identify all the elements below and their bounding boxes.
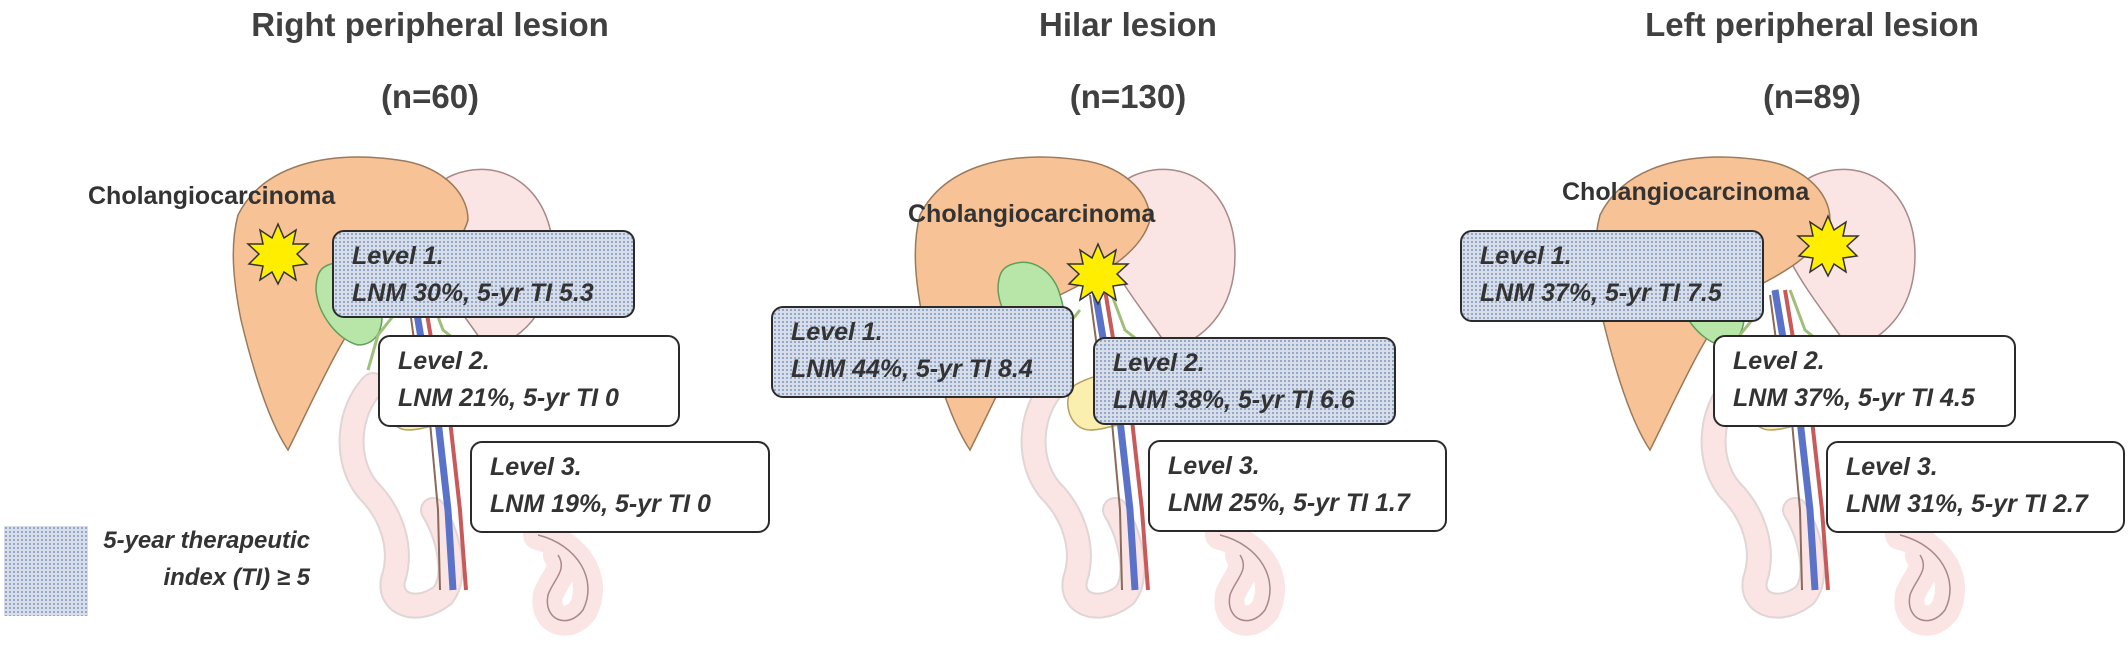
panel-heading: Hilar lesion [1039,6,1217,43]
legend-swatch [4,526,88,616]
level-name: Level 1. [352,242,444,270]
level-name: Level 1. [1480,242,1572,270]
level-stats: LNM 25%, 5-yr TI 1.7 [1168,489,1410,517]
legend-line-1: 5-year therapeutic [103,527,310,554]
level-stats: LNM 37%, 5-yr TI 7.5 [1480,279,1722,307]
level-3-box: Level 3. LNM 25%, 5-yr TI 1.7 [1148,440,1447,532]
panel-heading: Left peripheral lesion [1645,6,1979,43]
level-stats: LNM 44%, 5-yr TI 8.4 [791,355,1033,383]
tumor-label: Cholangiocarcinoma [908,200,1156,228]
level-2-box: Level 2. LNM 37%, 5-yr TI 4.5 [1713,335,2016,427]
panel-title-left-peripheral: Left peripheral lesion (n=89) [1532,0,2092,121]
level-1-box: Level 1. LNM 44%, 5-yr TI 8.4 [771,306,1074,398]
panel-title-right-peripheral: Right peripheral lesion (n=60) [150,0,710,121]
level-1-box: Level 1. LNM 30%, 5-yr TI 5.3 [332,230,635,318]
legend-text: 5-year therapeutic index (TI) ≥ 5 [40,522,310,596]
level-name: Level 3. [1846,453,1938,481]
level-name: Level 1. [791,318,883,346]
level-2-box: Level 2. LNM 38%, 5-yr TI 6.6 [1093,337,1396,425]
level-2-box: Level 2. LNM 21%, 5-yr TI 0 [378,335,680,427]
level-name: Level 3. [1168,452,1260,480]
level-name: Level 2. [1113,349,1205,377]
level-stats: LNM 38%, 5-yr TI 6.6 [1113,386,1355,414]
level-stats: LNM 30%, 5-yr TI 5.3 [352,279,594,307]
panel-count: (n=130) [1069,78,1187,115]
level-stats: LNM 19%, 5-yr TI 0 [490,490,711,518]
panel-count: (n=60) [380,78,480,115]
panel-title-hilar: Hilar lesion (n=130) [848,0,1408,121]
level-name: Level 2. [398,347,490,375]
level-stats: LNM 21%, 5-yr TI 0 [398,384,619,412]
level-3-box: Level 3. LNM 19%, 5-yr TI 0 [470,441,770,533]
panel-heading: Right peripheral lesion [251,6,609,43]
tumor-label: Cholangiocarcinoma [88,182,336,210]
level-stats: LNM 31%, 5-yr TI 2.7 [1846,490,2088,518]
level-1-box: Level 1. LNM 37%, 5-yr TI 7.5 [1460,230,1764,322]
level-name: Level 2. [1733,347,1825,375]
level-3-box: Level 3. LNM 31%, 5-yr TI 2.7 [1826,441,2125,533]
level-stats: LNM 37%, 5-yr TI 4.5 [1733,384,1975,412]
tumor-label: Cholangiocarcinoma [1562,178,1810,206]
legend-line-2: index (TI) ≥ 5 [163,564,310,591]
level-name: Level 3. [490,453,582,481]
panel-count: (n=89) [1762,78,1862,115]
